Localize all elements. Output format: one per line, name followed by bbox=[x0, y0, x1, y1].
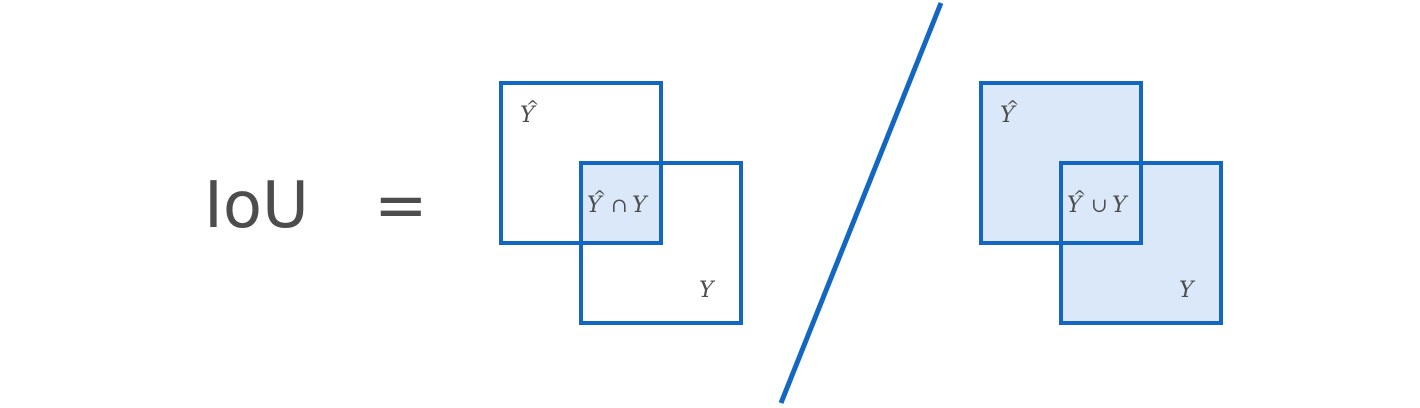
svg-text:Y: Y bbox=[1000, 103, 1017, 128]
predicted-box-label: Y ^ bbox=[1000, 97, 1019, 128]
division-slash bbox=[778, 2, 944, 404]
svg-text:^: ^ bbox=[1073, 187, 1086, 206]
intersection-region bbox=[581, 163, 661, 243]
predicted-box-label: Y ^ bbox=[520, 97, 539, 128]
union-panel: Y ^ Y ^ ∪ Y Y bbox=[979, 81, 1223, 325]
intersection-label: Y ^ ∩ Y bbox=[587, 187, 649, 218]
svg-text:Y: Y bbox=[587, 193, 604, 218]
ground-truth-box bbox=[1059, 161, 1223, 325]
svg-text:∩: ∩ bbox=[611, 193, 628, 217]
svg-text:^: ^ bbox=[593, 187, 606, 206]
svg-text:^: ^ bbox=[526, 97, 539, 116]
ground-truth-label: Y bbox=[1179, 278, 1196, 303]
svg-text:^: ^ bbox=[1006, 97, 1019, 116]
svg-text:Y: Y bbox=[632, 193, 649, 218]
union-region bbox=[981, 83, 1221, 323]
intersection-panel: Y ^ Y ^ ∩ Y Y bbox=[499, 81, 743, 325]
svg-text:Y: Y bbox=[520, 103, 537, 128]
iou-label: IoU bbox=[204, 169, 309, 243]
ground-truth-box bbox=[579, 161, 743, 325]
svg-text:Y: Y bbox=[1112, 193, 1129, 218]
svg-text:Y: Y bbox=[1067, 193, 1084, 218]
equals-sign: = bbox=[374, 169, 428, 243]
svg-text:∪: ∪ bbox=[1091, 193, 1108, 217]
ground-truth-label: Y bbox=[699, 278, 716, 303]
union-label: Y ^ ∪ Y bbox=[1067, 187, 1129, 218]
